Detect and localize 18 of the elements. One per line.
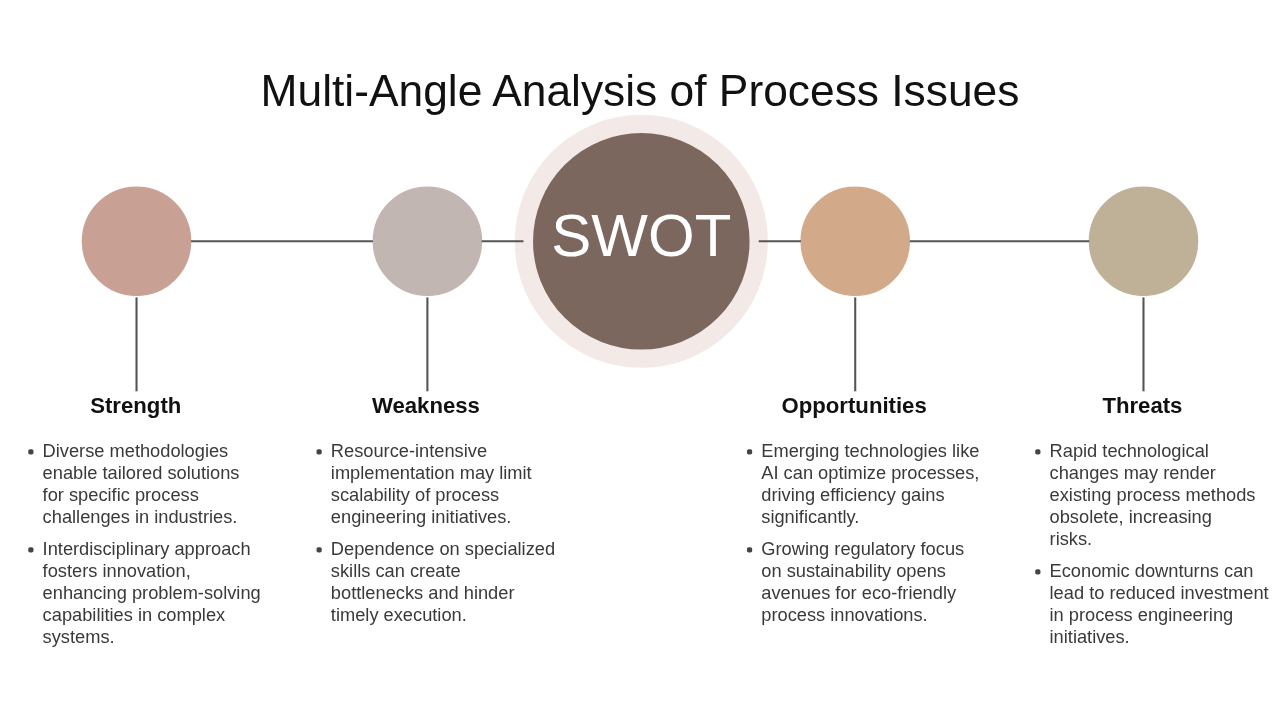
connector [191,240,373,243]
node-circle [1088,186,1199,297]
node-circle [800,186,910,297]
connector [481,240,524,243]
node-circle [81,186,192,297]
diagram-title: Multi-Angle Analysis of Process Issues [260,65,1020,115]
connector [1142,297,1145,392]
node-text: Threats Rapid technological changes may render existing process methods obsolete, increasing risks. Economic downturns can lead to reduced investment in process engineering initiatives. [1049,392,1269,648]
node-circle [372,186,483,297]
node-text: Strength Diverse methodologies enable tailored solutions for specific process challenges in industries. Interdisciplinary approach fosters innovation, enhancing problem-solving capabilities in complex systems. [42,392,261,648]
node-text: Weakness Resource-intensive implementation may limit scalability of process engineering initiatives. Dependence on specialized skills can create bottlenecks and hinder timely execution. [330,392,556,626]
connector [909,240,1090,243]
connector [758,240,801,243]
connector [854,297,857,392]
connector [135,297,138,392]
node-text: Opportunities Emerging technologies like AI can optimize processes, driving efficiency gains significantly. Growing regulatory focus on sustainability opens avenues for eco-friendly process innovations. [761,392,980,626]
node-circle: SWOT [514,114,768,368]
connector [426,297,429,392]
